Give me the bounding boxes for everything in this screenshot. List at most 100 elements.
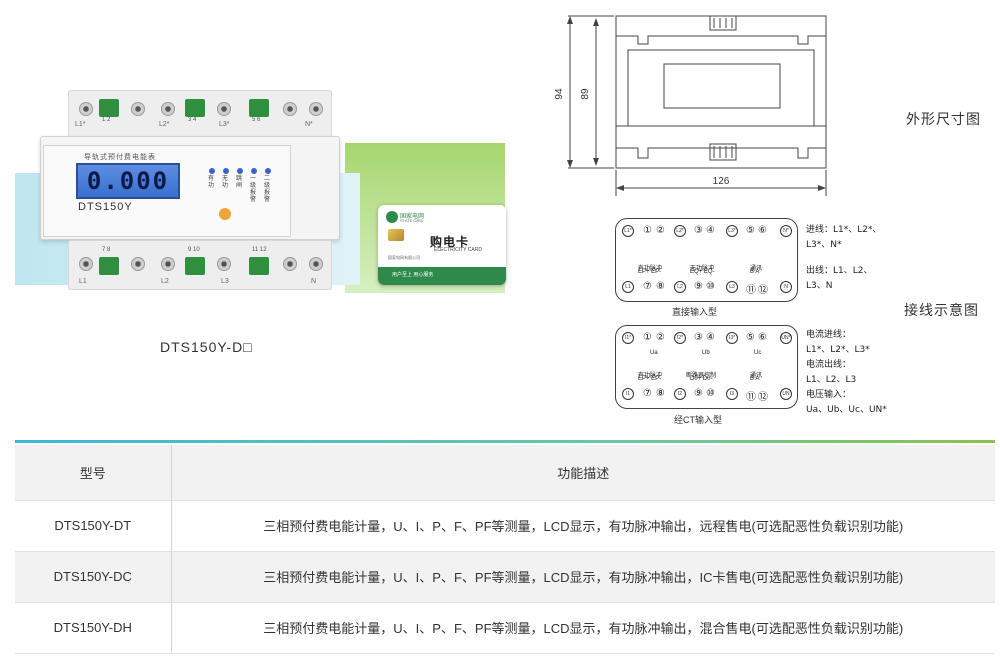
pulse-sub: EQ+ EQ-: [690, 269, 715, 275]
terminal-cell: UN: [780, 388, 792, 400]
meter-model-tag: DTS150Y: [78, 201, 133, 213]
terminal-cell: L1: [622, 281, 634, 293]
terminal-cell: ④: [706, 225, 715, 236]
screw-icon: [309, 102, 323, 116]
led-label: 一级报警: [250, 176, 257, 203]
terminal-number: 11 12: [252, 247, 267, 253]
terminal-cell: ⑪: [746, 285, 756, 296]
comm-sub: B A: [750, 376, 760, 382]
cell-description: 三相预付费电能计量，U、I、P、F、PF等测量，LCD显示，有功脉冲输出，IC卡…: [171, 551, 995, 603]
meter-body: 导轨式预付费电能表 0.000 DTS150Y 有功 无功 跳闸 一级报警 二级…: [40, 136, 340, 240]
wiring-ct-box: I1* ① ② I2* ③ ④ I3* ⑤ ⑥ UN* Ua Ub Uc 有功脉…: [615, 325, 798, 409]
display-window: [663, 63, 781, 109]
terminal-label: L1: [79, 278, 87, 285]
breaker-sub: D0+ D0-: [690, 376, 713, 382]
meter-title: 导轨式预付费电能表: [84, 154, 156, 161]
energy-meter-image: L1* 1 2 L2* 3 4 L3* 5 6 N* 导轨式预付费电能表 0.0…: [40, 90, 340, 290]
wiring-ct-desc: 电流进线： L1*、L2*、L3* 电流出线： L1、L2、L3 电压输入： U…: [806, 328, 887, 418]
front-face: [627, 49, 815, 127]
screw-icon: [131, 102, 145, 116]
bottom-clip: [709, 143, 737, 161]
terminal-cell: I3: [726, 388, 738, 400]
terminal-cell: L2: [674, 281, 686, 293]
table-row: DTS150Y-DT 三相预付费电能计量，U、I、P、F、PF等测量，LCD显示…: [15, 500, 995, 552]
terminal-cell: ③: [694, 225, 703, 236]
terminal-cell: ⑦: [643, 281, 652, 292]
desc-line: L1*、L2*、L3*: [806, 345, 870, 355]
electricity-card-image: 国家电网 STATE GRID 购电卡 ELECTRICITY CARD 国家电…: [378, 205, 506, 285]
terminal-cell: ①: [643, 225, 652, 236]
pulse-sub: EP+ EP-: [638, 376, 662, 382]
led-icon: [209, 168, 215, 174]
width-126-label: 126: [713, 176, 730, 187]
terminal-number: 9 10: [188, 247, 200, 253]
terminal-cell: ②: [656, 332, 665, 343]
terminal-cell: ⑩: [706, 388, 715, 399]
terminal-cell: ②: [656, 225, 665, 236]
desc-line: 进线：L1*、L2*、: [806, 225, 882, 235]
pulse-label: 有功脉冲: [638, 373, 663, 379]
wiring-direct-caption: 直接输入型: [672, 307, 718, 317]
cell-description: 三相预付费电能计量，U、I、P、F、PF等测量，LCD显示，有功脉冲输出，混合售…: [171, 602, 995, 654]
wiring-title: 接线示意图: [904, 302, 979, 318]
wiring-direct-desc: 进线：L1*、L2*、 L3*、N* 出线：L1、L2、 L3、N: [806, 223, 881, 294]
desc-line: 出线：L1、L2、: [806, 266, 873, 276]
status-leds: 有功 无功 跳闸 一级报警 二级报警: [208, 168, 279, 208]
led-label: 跳闸: [236, 176, 243, 189]
lcd-display: 0.000: [76, 163, 180, 199]
terminal-cell: I2*: [674, 332, 686, 344]
state-grid-logo-icon: [386, 211, 398, 223]
led-label: 无功: [222, 176, 229, 189]
product-model-caption: DTS150Y-D□: [160, 339, 253, 355]
screw-icon: [161, 257, 175, 271]
terminal-cell: ⑨: [694, 388, 703, 399]
pulse-label: 无功脉冲: [690, 266, 715, 272]
height-89-label: 89: [580, 88, 591, 100]
pulse-sub: EP+ EP-: [638, 269, 662, 275]
terminal-cell: L3*: [726, 225, 738, 237]
desc-line: Ua、Ub、Uc、UN*: [806, 405, 887, 415]
terminal-block-icon: [185, 99, 205, 117]
terminal-cell: ⑪: [746, 392, 756, 403]
top-clip: [709, 15, 737, 31]
comm-label: 通讯: [750, 266, 763, 272]
terminal-cell: ⑫: [758, 285, 768, 296]
led-icon: [237, 168, 243, 174]
screw-icon: [79, 102, 93, 116]
card-brand-en: STATE GRID: [400, 218, 424, 223]
voltage-label: Ua: [650, 350, 658, 356]
dimension-title: 外形尺寸图: [906, 111, 981, 127]
comm-sub: B A: [750, 269, 760, 275]
screw-icon: [217, 257, 231, 271]
header-description: 功能描述: [171, 445, 995, 501]
chip-icon: [388, 229, 404, 241]
top-profile-line: [616, 35, 826, 45]
terminal-label: L2*: [159, 121, 170, 128]
desc-line: 电流进线：: [806, 330, 852, 340]
product-photo: L1* 1 2 L2* 3 4 L3* 5 6 N* 导轨式预付费电能表 0.0…: [15, 85, 506, 293]
wiring-ct-caption: 经CT输入型: [674, 415, 722, 425]
terminal-label: N*: [305, 121, 313, 128]
bottom-profile-line: [616, 147, 826, 159]
terminal-cell: L1*: [622, 225, 634, 237]
meter-button-icon: [219, 208, 231, 220]
desc-line: 电压输入：: [806, 390, 852, 400]
model-spec-table: 型号 功能描述 DTS150Y-DT 三相预付费电能计量，U、I、P、F、PF等…: [15, 445, 995, 654]
terminal-cell: ⑥: [758, 332, 767, 343]
screw-icon: [283, 257, 297, 271]
terminal-number: 3 4: [188, 117, 197, 123]
terminal-cell: UN*: [780, 332, 792, 344]
screw-icon: [131, 257, 145, 271]
terminal-cell: ⑫: [758, 392, 768, 403]
meter-front-panel: 导轨式预付费电能表 0.000 DTS150Y 有功 无功 跳闸 一级报警 二级…: [43, 145, 291, 237]
terminal-cell: ⑩: [706, 281, 715, 292]
screw-icon: [309, 257, 323, 271]
terminal-cell: ⑨: [694, 281, 703, 292]
terminal-cell: ③: [694, 332, 703, 343]
meter-top-terminals: L1* 1 2 L2* 3 4 L3* 5 6 N*: [68, 90, 332, 138]
terminal-cell: ⑧: [656, 388, 665, 399]
pulse-label: 有功脉冲: [638, 266, 663, 272]
desc-line: 电流出线：: [806, 360, 852, 370]
terminal-cell: L2*: [674, 225, 686, 237]
breaker-label: 断路器控制: [686, 373, 717, 379]
